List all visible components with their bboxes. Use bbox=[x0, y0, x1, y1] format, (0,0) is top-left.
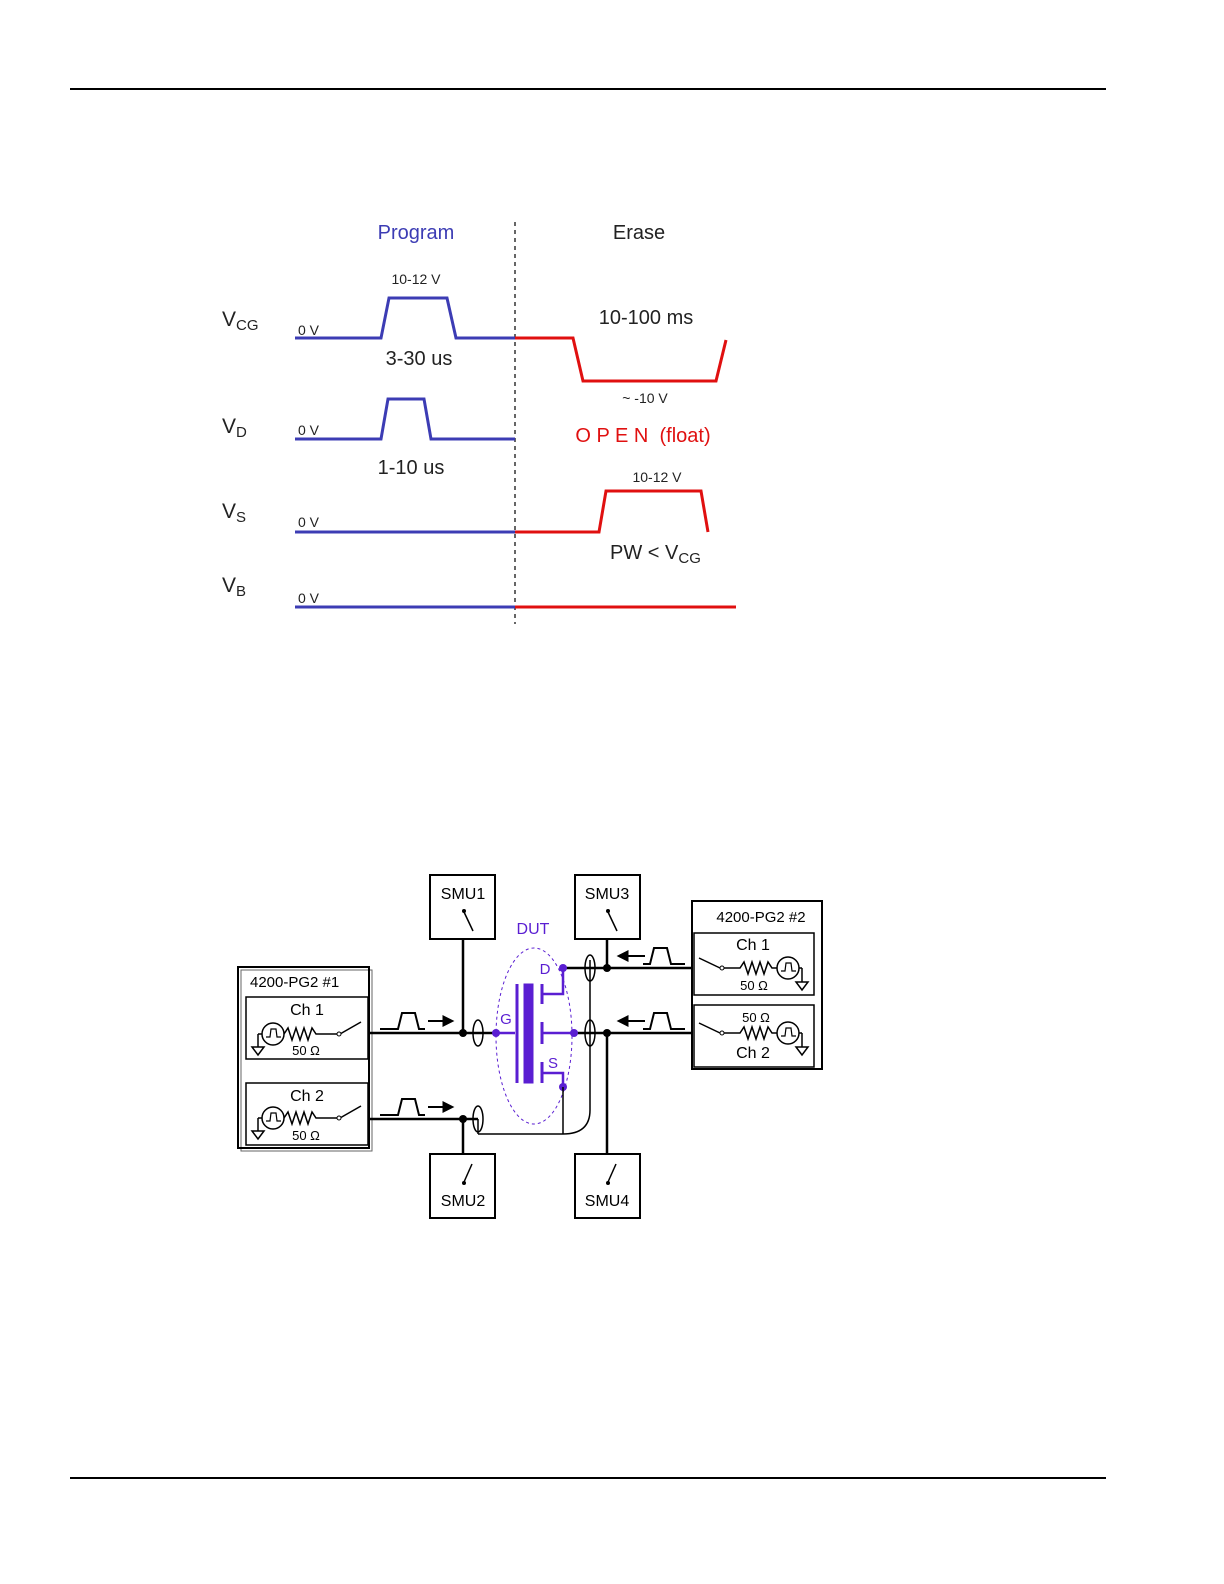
dut-boundary bbox=[496, 948, 572, 1124]
pg2-2-ch2-label: Ch 2 bbox=[736, 1045, 770, 1062]
pg2-1-ch2-label: Ch 2 bbox=[290, 1088, 324, 1105]
junction-dot bbox=[459, 1115, 467, 1123]
pg2-unit-1: 4200-PG2 #1 Ch 1 50 Ω Ch 2 50 Ω bbox=[238, 967, 372, 1151]
pg2-1-ch1-resistance: 50 Ω bbox=[292, 1043, 320, 1058]
pg2-unit-2: 4200-PG2 #2 Ch 1 50 Ω 50 Ω Ch 2 bbox=[692, 901, 822, 1069]
pg2-1-title: 4200-PG2 #1 bbox=[250, 974, 339, 991]
dut-gate-node bbox=[492, 1029, 500, 1037]
smu3-label: SMU3 bbox=[585, 886, 630, 903]
smu1-label: SMU1 bbox=[441, 886, 486, 903]
junction-dot bbox=[603, 1029, 611, 1037]
smu4-box: SMU4 bbox=[575, 1154, 640, 1218]
dut-transistor: DUT D G S bbox=[492, 921, 578, 1134]
pg2-2-ch1-label: Ch 1 bbox=[736, 937, 770, 954]
pg2-2-ch2-resistance: 50 Ω bbox=[742, 1010, 770, 1025]
dut-drain-node bbox=[559, 964, 567, 972]
dut-body-node bbox=[570, 1029, 578, 1037]
pg2-2-title: 4200-PG2 #2 bbox=[716, 909, 805, 926]
dut-gate-label: G bbox=[500, 1011, 512, 1028]
smu2-label: SMU2 bbox=[441, 1193, 486, 1210]
junction-dot bbox=[459, 1029, 467, 1037]
smu1-box: SMU1 bbox=[430, 875, 495, 939]
pg2-1-ch2-resistance: 50 Ω bbox=[292, 1128, 320, 1143]
pg2-1-ch1-label: Ch 1 bbox=[290, 1002, 324, 1019]
dut-source-label: S bbox=[548, 1055, 558, 1072]
pg2-2-ch1-resistance: 50 Ω bbox=[740, 978, 768, 993]
dut-drain-label: D bbox=[540, 961, 551, 978]
smu4-label: SMU4 bbox=[585, 1193, 630, 1210]
smu2-box: SMU2 bbox=[430, 1154, 495, 1218]
smu3-box: SMU3 bbox=[575, 875, 640, 939]
dut-label: DUT bbox=[517, 921, 550, 938]
junction-dot bbox=[603, 964, 611, 972]
